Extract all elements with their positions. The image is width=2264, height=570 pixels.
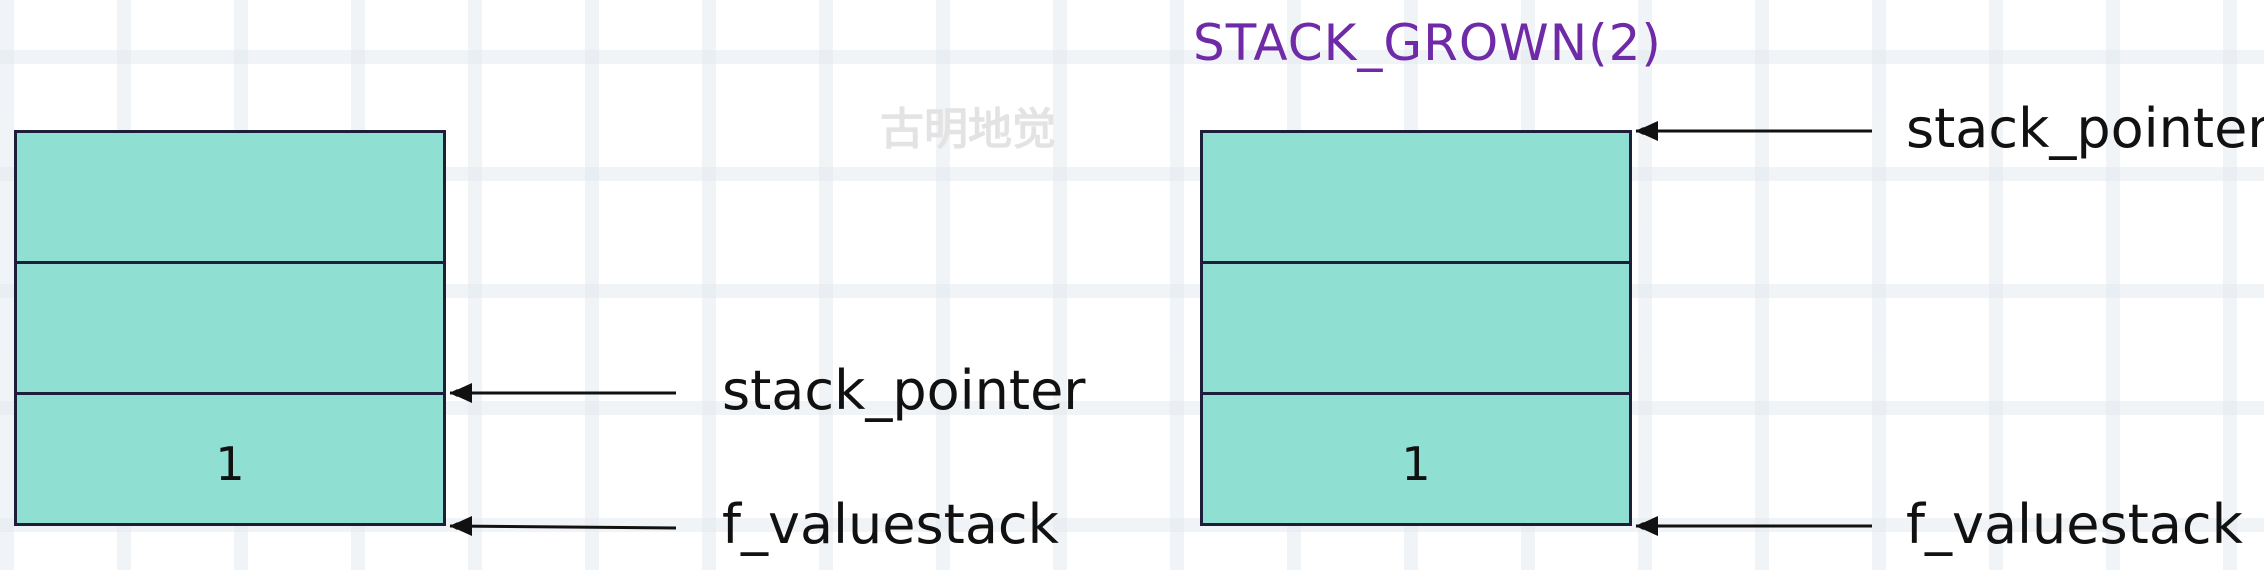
left-f-valuestack-label: f_valuestack	[722, 493, 1059, 556]
left-f-valuestack-arrow	[449, 522, 677, 531]
right-stack-cell-bottom: 1	[1203, 392, 1629, 523]
left-stack-cell-bottom: 1	[17, 392, 443, 523]
left-stack-pointer-label: stack_pointer	[722, 359, 1086, 422]
right-stack-cell-middle	[1203, 261, 1629, 392]
watermark: 古明地觉	[880, 104, 1056, 155]
left-stack-value: 1	[215, 437, 245, 491]
right-f-valuestack-label: f_valuestack	[1906, 493, 2243, 556]
right-stack-pointer-label: stack_pointer	[1906, 97, 2264, 160]
diagram-title: STACK_GROWN(2)	[1193, 14, 1662, 72]
left-stack: 1	[14, 130, 446, 526]
right-stack-value: 1	[1401, 437, 1431, 491]
left-stack-cell-middle	[17, 261, 443, 392]
right-stack: 1	[1200, 130, 1632, 526]
